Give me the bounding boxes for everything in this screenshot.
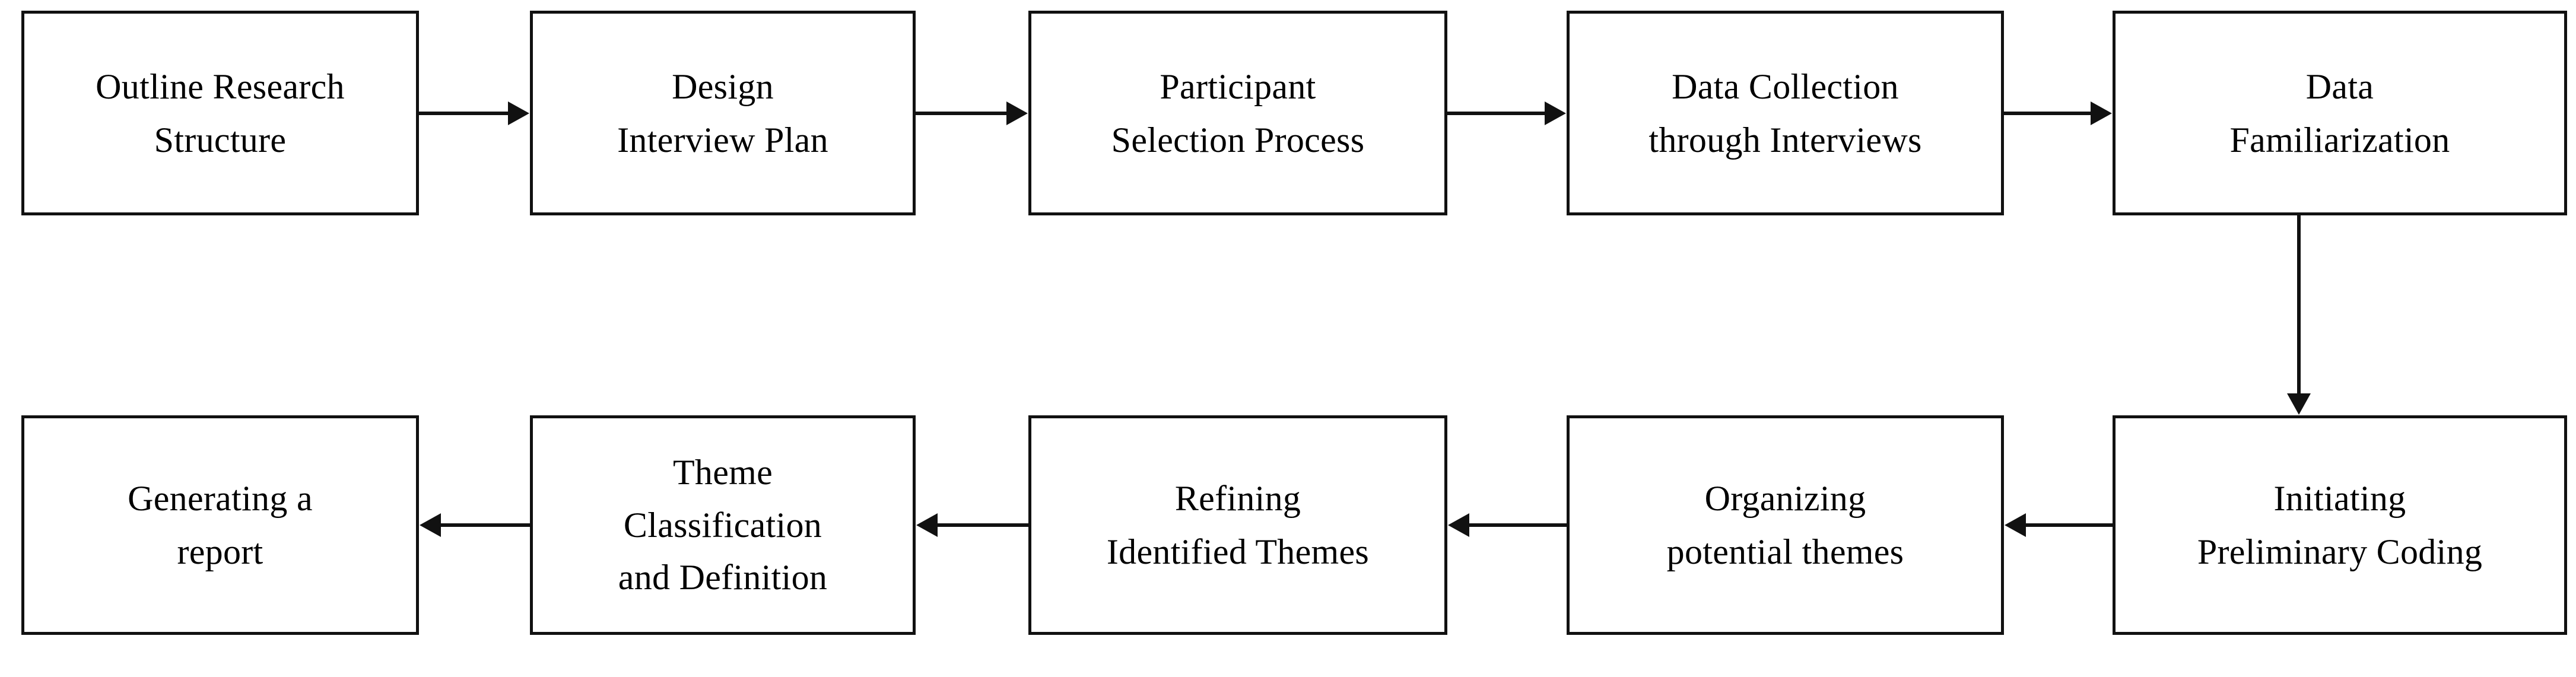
node-label-line: potential themes xyxy=(1666,532,1904,571)
arrow-head-left-icon xyxy=(420,513,441,537)
edge-arrow-organizing-to-refining xyxy=(1448,513,1567,537)
node-label-line: Identified Themes xyxy=(1106,532,1370,571)
node-label-line: Participant xyxy=(1160,66,1316,106)
edge-arrow-theme-classification-to-generating-report xyxy=(420,513,530,537)
node-label-line: Selection Process xyxy=(1111,120,1365,160)
flow-node-participant-selection-process[interactable]: Participant Selection Process xyxy=(1028,11,1447,215)
edge-arrow-design-to-participant xyxy=(916,101,1028,125)
node-label-line: report xyxy=(177,532,263,571)
edge-arrow-participant-to-data-collection xyxy=(1447,101,1566,125)
edge-arrow-outline-to-design xyxy=(419,101,529,125)
flow-node-outline-research-structure[interactable]: Outline Research Structure xyxy=(21,11,419,215)
node-label-line: Initiating xyxy=(2273,479,2406,518)
flow-node-design-interview-plan[interactable]: Design Interview Plan xyxy=(530,11,916,215)
edge-arrow-familiarization-to-initiating-coding xyxy=(2287,215,2311,415)
node-label-line: Preliminary Coding xyxy=(2197,532,2483,571)
arrow-head-left-icon xyxy=(916,513,938,537)
flow-node-organizing-potential-themes[interactable]: Organizing potential themes xyxy=(1567,415,2004,635)
flow-node-generating-a-report[interactable]: Generating a report xyxy=(21,415,419,635)
arrow-head-down-icon xyxy=(2287,393,2311,415)
node-label-line: Familiarization xyxy=(2229,120,2450,160)
node-label-line: Structure xyxy=(154,120,287,160)
edge-arrow-initiating-coding-to-organizing xyxy=(2005,513,2113,537)
node-label-line: Classification xyxy=(623,505,822,545)
arrow-head-right-icon xyxy=(508,101,529,125)
node-label-line: Interview Plan xyxy=(617,120,828,160)
node-label-line: Refining xyxy=(1174,479,1301,518)
edge-arrow-refining-to-theme-classification xyxy=(916,513,1028,537)
node-label-line: Theme xyxy=(672,452,773,492)
flow-node-data-familiarization[interactable]: Data Familiarization xyxy=(2113,11,2567,215)
flow-node-theme-classification-and-definition[interactable]: Theme Classification and Definition xyxy=(530,415,916,635)
edge-arrow-data-collection-to-familiarization xyxy=(2004,101,2112,125)
arrow-head-right-icon xyxy=(1006,101,1028,125)
node-label-line: Outline Research xyxy=(96,66,345,106)
arrow-head-left-icon xyxy=(2005,513,2026,537)
arrow-head-left-icon xyxy=(1448,513,1469,537)
arrow-head-right-icon xyxy=(1545,101,1566,125)
flow-node-refining-identified-themes[interactable]: Refining Identified Themes xyxy=(1028,415,1447,635)
arrow-head-right-icon xyxy=(2091,101,2112,125)
node-label-line: Data Collection xyxy=(1672,66,1899,106)
node-label-line: Organizing xyxy=(1704,479,1866,518)
node-label-line: through Interviews xyxy=(1648,120,1922,160)
flow-node-data-collection-through-interviews[interactable]: Data Collection through Interviews xyxy=(1567,11,2004,215)
node-label-line: and Definition xyxy=(618,558,828,597)
flow-node-initiating-preliminary-coding[interactable]: Initiating Preliminary Coding xyxy=(2113,415,2567,635)
node-label-line: Generating a xyxy=(128,479,313,518)
node-label-line: Data xyxy=(2305,66,2374,106)
node-label-line: Design xyxy=(672,66,774,106)
